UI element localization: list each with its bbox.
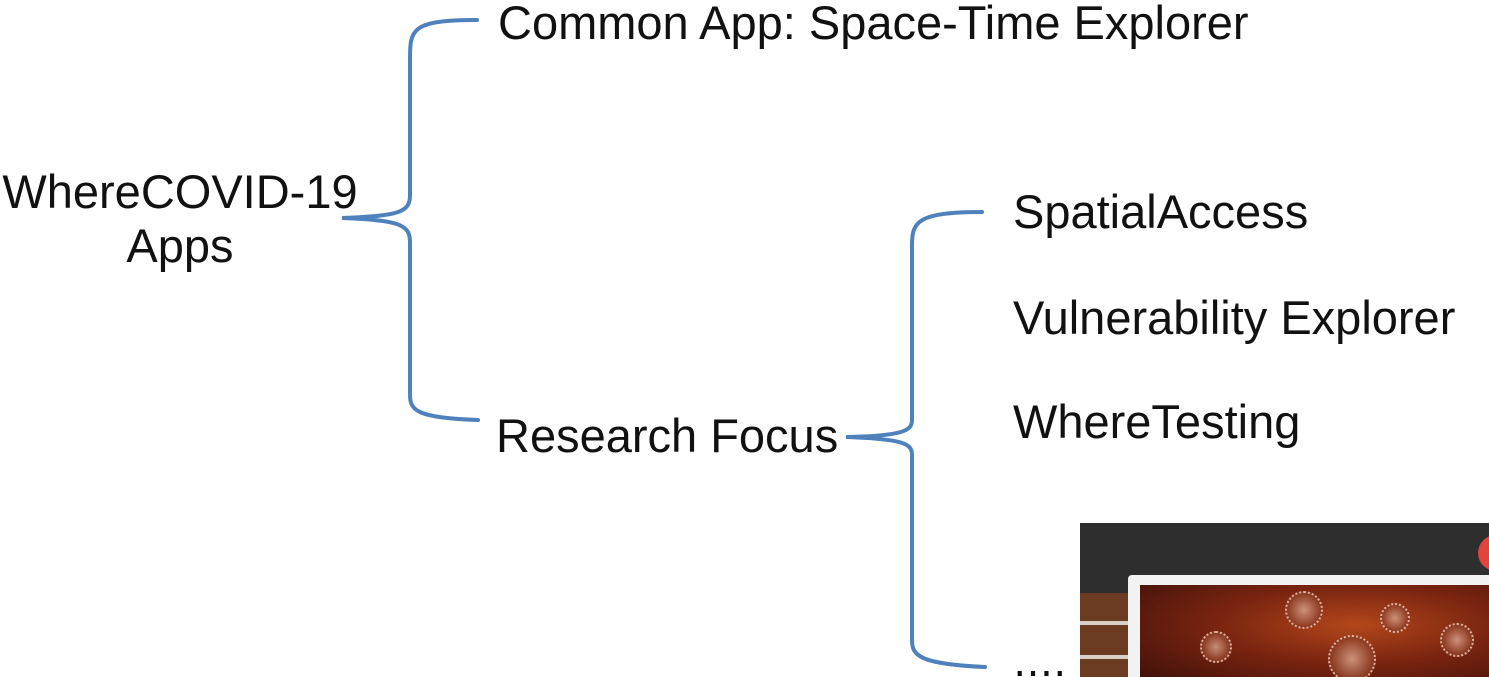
root-label-line-2: Apps	[126, 219, 234, 273]
thumbnail-cut-title: ▬▬▬ ▬▬▬▬▬	[1152, 669, 1400, 677]
research-item-cut-off: ‥‥	[1013, 660, 1066, 677]
virus-icon	[1380, 603, 1410, 633]
research-item-spatialaccess: SpatialAccess	[1013, 185, 1309, 238]
root-label-line-1: WhereCOVID-19	[2, 165, 358, 218]
research-item-wheretesting: WhereTesting	[1013, 395, 1301, 448]
research-brace	[845, 210, 987, 669]
common-app-label: Common App: Space-Time Explorer	[498, 0, 1249, 49]
virus-icon	[1440, 623, 1474, 657]
virus-icon	[1285, 591, 1323, 629]
root-node-label: WhereCOVID-19 Apps	[0, 165, 360, 273]
thumbnail-red-badge-icon	[1478, 535, 1489, 571]
virus-icon	[1200, 631, 1232, 663]
research-focus-label: Research Focus	[496, 409, 839, 462]
research-item-vulnerability-explorer: Vulnerability Explorer	[1013, 291, 1456, 344]
app-screenshot-thumbnail: ▬▬▬ ▬▬▬▬▬	[1080, 523, 1489, 677]
virus-icon	[1328, 635, 1376, 677]
root-brace	[341, 18, 480, 422]
